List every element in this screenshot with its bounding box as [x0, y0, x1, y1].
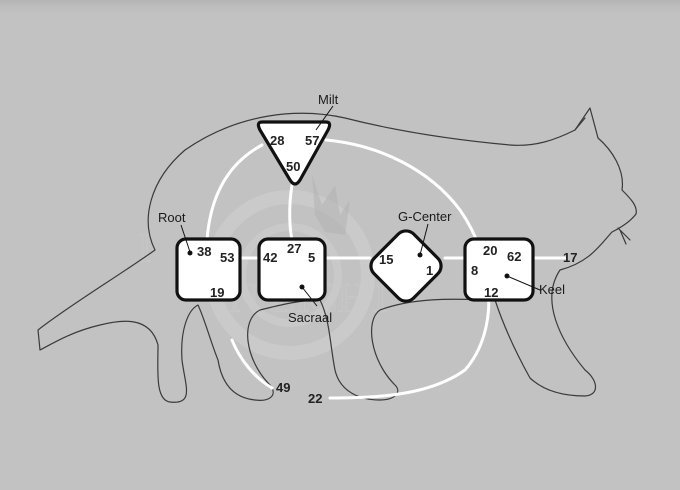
sacraal-gate-5: 5	[308, 250, 315, 265]
label-sacraal: Sacraal	[288, 310, 332, 325]
center-g-center[interactable]: 15 1	[366, 226, 445, 305]
keel-gate-62: 62	[507, 249, 521, 264]
gate-17: 17	[563, 250, 577, 265]
gate-49: 49	[276, 380, 290, 395]
center-keel[interactable]: 20 62 8 12	[463, 237, 535, 302]
center-sacraal[interactable]: 42 27 5	[257, 237, 327, 302]
leader-lines	[180, 105, 541, 307]
root-gate-19: 19	[210, 285, 224, 300]
sacraal-gate-27: 27	[287, 241, 301, 256]
label-g-center: G-Center	[398, 209, 452, 224]
keel-gate-20: 20	[483, 243, 497, 258]
gate-22: 22	[308, 391, 322, 406]
label-root: Root	[158, 210, 186, 225]
root-gate-38: 38	[197, 244, 211, 259]
milt-gate-57: 57	[305, 133, 319, 148]
g-center-gate-15: 15	[379, 252, 393, 267]
root-pointer-dot	[187, 250, 193, 256]
label-keel: Keel	[539, 282, 565, 297]
svg-text:I: I	[138, 226, 152, 272]
milt-gate-50: 50	[286, 159, 300, 174]
milt-gate-28: 28	[270, 133, 284, 148]
center-milt[interactable]: 28 57 50	[256, 120, 332, 186]
keel-gate-8: 8	[471, 263, 478, 278]
center-root[interactable]: 38 53 19	[175, 237, 242, 302]
root-gate-53: 53	[220, 250, 234, 265]
keel-gate-12: 12	[484, 285, 498, 300]
label-milt: Milt	[318, 92, 339, 107]
sacraal-gate-42: 42	[263, 250, 277, 265]
g-center-gate-1: 1	[426, 263, 433, 278]
